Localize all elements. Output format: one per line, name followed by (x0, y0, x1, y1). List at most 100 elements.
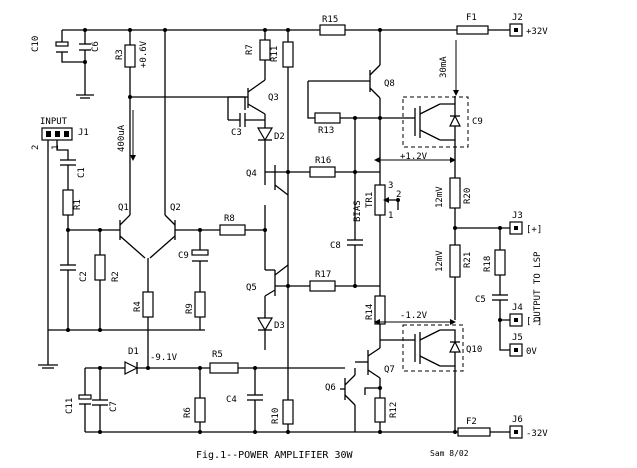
label-c11: C11 (65, 398, 75, 414)
label-r4: R4 (133, 301, 143, 312)
label-c5: C5 (475, 295, 486, 305)
label-tr1-pin2: 2 (396, 190, 401, 200)
label-r21: R21 (463, 252, 473, 268)
label-r12: R12 (389, 402, 399, 418)
label-j2: J2 (512, 13, 523, 23)
label-input: INPUT (40, 117, 68, 127)
c10-c6-decoupling (55, 28, 94, 99)
label-r9: R9 (185, 303, 195, 314)
label-c6: C6 (91, 41, 101, 52)
f1-fuse (456, 25, 489, 35)
label-plus: [+] (526, 225, 542, 235)
figure-caption: Fig.1--POWER AMPLIFIER 30W (196, 450, 354, 461)
c11-c7-decoupling (78, 368, 108, 434)
q3-transistor (130, 60, 266, 128)
label-f2: F2 (466, 417, 477, 427)
label-30ma: 30mA (439, 56, 449, 78)
label-j3: J3 (512, 211, 523, 221)
label-minus: [-] (526, 317, 542, 327)
component-labels: C10 C6 R3 +0.6V R7 R11 R15 F1 J2 +32V Q3… (31, 13, 548, 439)
tr1-bias-trimmer (374, 118, 400, 230)
label-f1: F1 (466, 13, 477, 23)
q8-transistor (308, 28, 382, 118)
label-minus-9v1: -9.1V (150, 353, 178, 363)
label-r3-voltage: +0.6V (139, 40, 149, 68)
label-neg-1v2: -1.2V (400, 311, 428, 321)
label-c4: C4 (226, 395, 237, 405)
label-r3: R3 (115, 49, 125, 60)
q5-transistor (264, 264, 310, 297)
c8-capacitor (347, 118, 363, 286)
label-r17: R17 (315, 270, 331, 280)
j5-terminal (509, 343, 523, 357)
label-r5: R5 (212, 350, 223, 360)
r21-resistor (449, 244, 461, 320)
label-pin1: 1 (51, 145, 61, 150)
label-j6: J6 (512, 415, 523, 425)
label-c2: C2 (79, 271, 89, 282)
label-bias: BIAS (353, 200, 363, 222)
label-r13: R13 (318, 126, 334, 136)
d2-diode (256, 127, 274, 165)
q7-transistor (355, 347, 382, 398)
r10-resistor (282, 399, 294, 434)
label-q4: Q4 (246, 169, 257, 179)
author-credit: Sam 8/02 (430, 449, 469, 458)
label-c1: C1 (77, 167, 87, 178)
c4-capacitor (247, 368, 263, 434)
label-r18: R18 (483, 256, 493, 272)
label-vpos: +32V (526, 27, 548, 37)
r11-resistor (282, 28, 294, 400)
label-r6: R6 (183, 407, 193, 418)
label-q6: Q6 (325, 383, 336, 393)
label-c3: C3 (231, 128, 242, 138)
r7-resistor (259, 28, 271, 61)
label-c9: C9 (178, 251, 189, 261)
r6-resistor (194, 368, 206, 434)
label-d2: D2 (274, 132, 285, 142)
label-d3: D3 (274, 321, 285, 331)
label-12mv-top: 12mV (435, 186, 445, 208)
label-q8: Q8 (384, 79, 395, 89)
j3-terminal (509, 221, 523, 235)
label-r10: R10 (271, 408, 281, 424)
r16-resistor (309, 166, 380, 178)
label-r8: R8 (224, 214, 235, 224)
voltage-1v2-indicator (374, 157, 456, 163)
r12-resistor (374, 397, 386, 434)
j2-terminal (509, 23, 523, 37)
label-q5: Q5 (246, 283, 257, 293)
f2-fuse (457, 427, 491, 437)
label-tr1: TR1 (365, 192, 375, 208)
current-400ua-arrow (130, 110, 136, 161)
label-j1: J1 (78, 128, 89, 138)
d3-diode (256, 317, 274, 350)
label-r15: R15 (322, 15, 338, 25)
label-c7: C7 (109, 401, 119, 412)
label-r20: R20 (463, 188, 473, 204)
label-r16: R16 (315, 156, 331, 166)
label-pin2: 2 (31, 145, 41, 150)
label-400ua: 400uA (117, 124, 127, 152)
label-r2: R2 (111, 271, 121, 282)
c3-capacitor (228, 113, 265, 127)
r14-resistor (374, 230, 405, 348)
j6-terminal (509, 425, 523, 439)
label-pos-1v2: +1.2V (400, 152, 428, 162)
j1-input-connector (38, 127, 73, 369)
r5-resistor (198, 362, 345, 374)
voltage-neg1v2-indicator (374, 319, 456, 325)
label-r11: R11 (270, 46, 280, 62)
q6-transistor (340, 368, 356, 432)
output-node (455, 226, 510, 351)
label-d1: D1 (128, 347, 139, 357)
label-j5: J5 (512, 333, 523, 343)
label-q1: Q1 (118, 203, 129, 213)
label-q3: Q3 (268, 93, 279, 103)
input-node (48, 228, 205, 332)
label-vneg: -32V (526, 429, 548, 439)
q4-transistor (265, 165, 310, 196)
label-q7: Q7 (384, 365, 395, 375)
label-c8: C8 (330, 241, 341, 251)
